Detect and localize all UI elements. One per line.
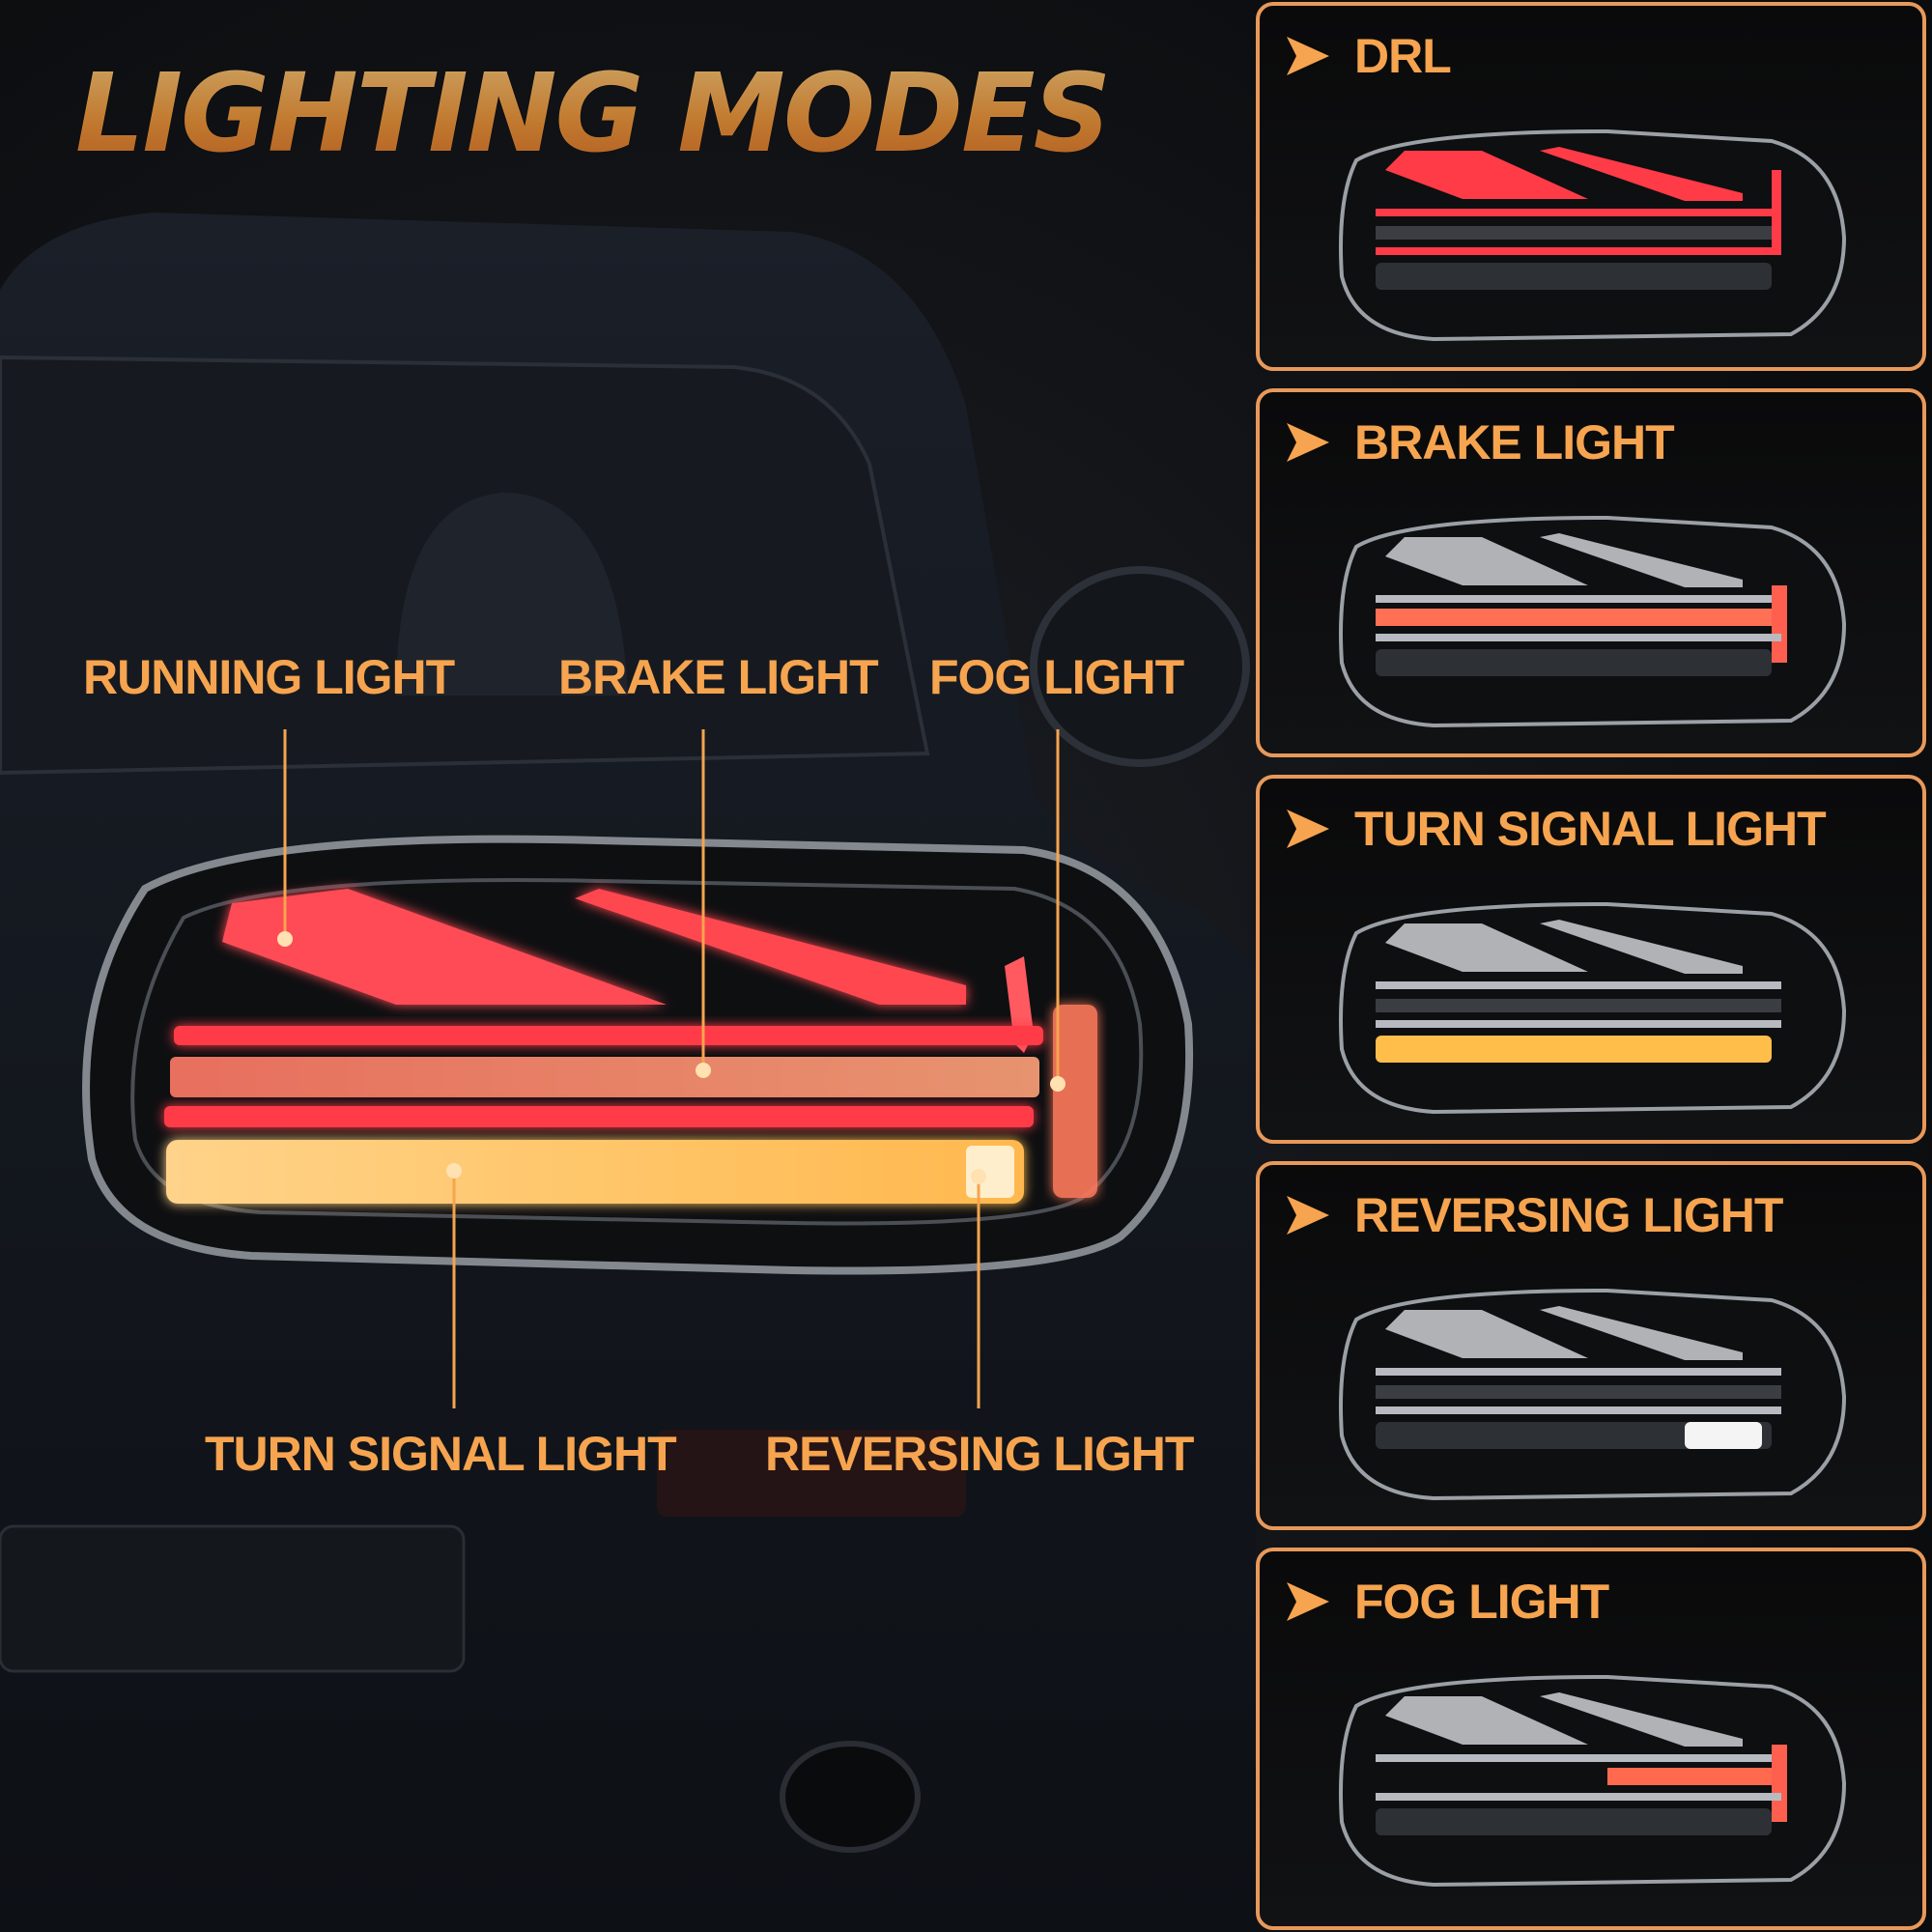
callout-reversing-light: REVERSING LIGHT — [765, 1427, 1194, 1481]
tail-light-brake-image — [1339, 515, 1847, 728]
mode-panel-label: BRAKE LIGHT — [1354, 415, 1675, 469]
arrow-right-icon — [1287, 1196, 1329, 1235]
mode-panel-turn-signal-light: TURN SIGNAL LIGHT — [1256, 775, 1926, 1144]
mode-panel-fog-light: FOG LIGHT — [1256, 1548, 1926, 1930]
arrow-right-icon — [1287, 423, 1329, 462]
callout-turn-signal-light: TURN SIGNAL LIGHT — [205, 1427, 677, 1481]
mode-panel-reversing-light: REVERSING LIGHT — [1256, 1161, 1926, 1530]
mode-panel-drl: DRL — [1256, 2, 1926, 371]
mode-panel-label: FOG LIGHT — [1354, 1575, 1609, 1629]
callout-fog-light: FOG LIGHT — [929, 650, 1184, 704]
arrow-right-icon — [1287, 37, 1329, 75]
arrow-right-icon — [1287, 1582, 1329, 1621]
page-title: LIGHTING MODES — [75, 51, 1111, 177]
tail-light-drl-image — [1339, 128, 1847, 342]
tail-light-turn-signal-image — [1339, 901, 1847, 1115]
callout-brake-light: BRAKE LIGHT — [558, 650, 879, 704]
tail-light-fog-image — [1339, 1674, 1847, 1888]
tail-light-reversing-image — [1339, 1288, 1847, 1501]
mode-panel-label: TURN SIGNAL LIGHT — [1354, 802, 1827, 856]
mode-panel-label: REVERSING LIGHT — [1354, 1188, 1783, 1242]
mode-panel-label: DRL — [1354, 29, 1452, 83]
arrow-right-icon — [1287, 810, 1329, 848]
callout-running-light: RUNNING LIGHT — [83, 650, 455, 704]
mode-panel-brake-light: BRAKE LIGHT — [1256, 388, 1926, 757]
